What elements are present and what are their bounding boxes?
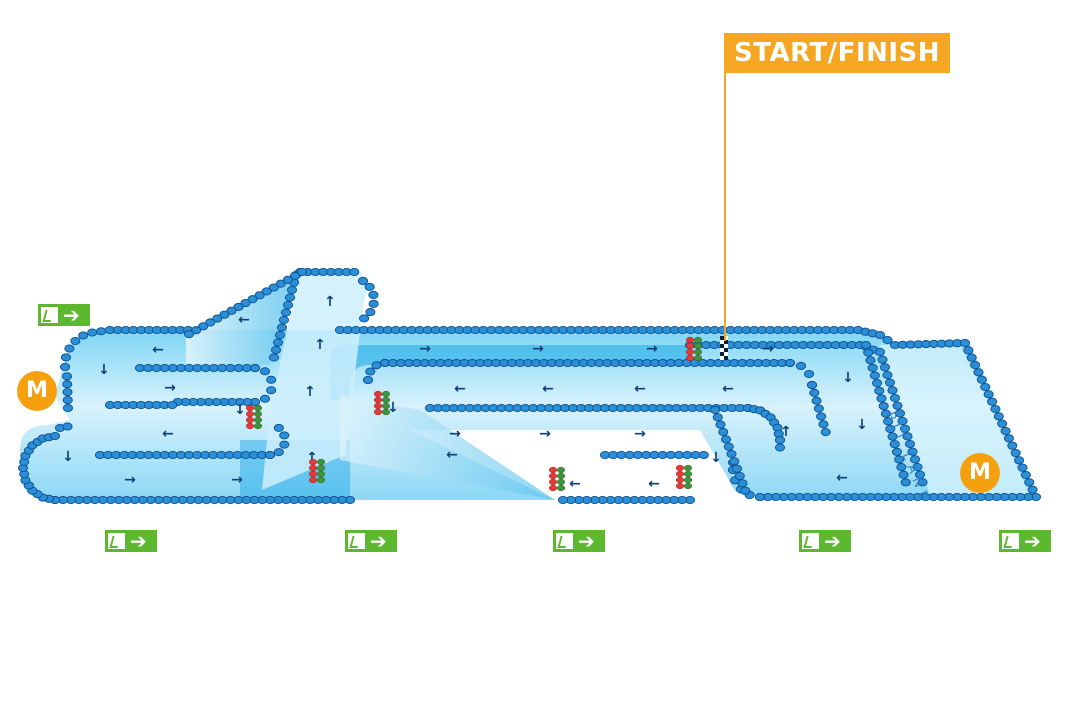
direction-arrow-icon: ← — [446, 447, 458, 463]
tyre-barrier-chain — [709, 405, 751, 495]
marshal-point-icon: M — [969, 460, 991, 485]
direction-arrow-icon: ↑ — [314, 337, 326, 353]
emergency-exit-sign: ➔ — [553, 530, 605, 552]
bridge-ramp — [340, 395, 555, 500]
direction-arrow-icon: ↑ — [306, 450, 318, 466]
signal-light-cluster — [309, 458, 326, 484]
tyre-barrier-chain — [134, 363, 277, 407]
emergency-exit-sign: ➔ — [799, 530, 851, 552]
checkered-start-line — [720, 336, 728, 360]
tyre-barrier-chain — [860, 340, 911, 487]
emergency-exit-icon — [556, 533, 573, 549]
arrow-right-icon: ➔ — [578, 529, 595, 553]
start-finish-label: START/FINISH — [724, 33, 951, 73]
track-shade — [330, 345, 690, 400]
direction-arrow-icon: ← — [162, 426, 174, 442]
emergency-exit-sign: ➔ — [999, 530, 1051, 552]
direction-arrow-icon: ↓ — [842, 370, 854, 386]
signal-light-cluster — [374, 390, 391, 416]
bridge-ramp — [186, 272, 302, 365]
direction-arrow-icon: → — [124, 472, 136, 488]
emergency-exit-icon — [348, 533, 365, 549]
direction-arrow-icon: ↓ — [234, 402, 246, 418]
signal-light-cluster — [686, 336, 703, 362]
direction-arrow-icon: → — [634, 426, 646, 442]
arrow-right-icon: ➔ — [1024, 529, 1041, 553]
marshal-point-marker: M — [17, 371, 57, 411]
direction-arrow-icon: → — [539, 426, 551, 442]
direction-arrow-icon: ← — [569, 476, 581, 492]
emergency-exit-sign: ➔ — [38, 304, 90, 326]
direction-arrow-icon: ← — [634, 381, 646, 397]
direction-arrow-icon: ← — [836, 470, 848, 486]
direction-arrow-icon: → — [164, 380, 176, 396]
direction-arrow-icon: ← — [238, 312, 250, 328]
direction-arrow-icon: → — [532, 341, 544, 357]
tyre-barrier-chain — [184, 267, 308, 339]
direction-arrow-icon: → — [419, 341, 431, 357]
emergency-exit-sign: ➔ — [345, 530, 397, 552]
direction-arrow-icon: ← — [454, 381, 466, 397]
direction-arrow-icon: ↓ — [387, 400, 399, 416]
arrow-right-icon: ➔ — [370, 529, 387, 553]
signal-light-cluster — [245, 404, 262, 430]
direction-arrow-icon: → — [762, 341, 774, 357]
marshal-point-icon: M — [26, 378, 48, 403]
tyre-barrier-chain — [60, 325, 194, 413]
direction-arrow-icon: ↑ — [780, 424, 792, 440]
tyre-barrier-chain — [334, 325, 1042, 502]
emergency-exit-sign: ➔ — [105, 530, 157, 552]
emergency-exit-icon — [108, 533, 125, 549]
tyre-barrier-chain — [357, 276, 379, 323]
emergency-exit-icon — [802, 533, 819, 549]
tyre-barrier-chain — [104, 400, 178, 410]
direction-arrow-icon: → — [231, 472, 243, 488]
start-finish-pointer-line — [724, 73, 726, 341]
marshal-point-marker: M — [960, 453, 1000, 493]
direction-arrow-icon: ↑ — [324, 294, 336, 310]
signal-light-cluster — [549, 466, 566, 492]
emergency-exit-icon — [1002, 533, 1019, 549]
signal-light-cluster — [676, 464, 693, 490]
direction-arrow-icon: ↓ — [62, 449, 74, 465]
direction-arrow-icon: ↑ — [304, 384, 316, 400]
arrow-right-icon: ➔ — [824, 529, 841, 553]
direction-arrow-icon: ↓ — [98, 362, 110, 378]
signal-lights — [245, 336, 728, 492]
direction-arrow-icon: → — [646, 341, 658, 357]
direction-arrows: ← → ← → → ↓ ↓ ↑ ↑ ↑ ↑ ↓ ← → → → → ← ← ← ← → → → ← ← ← ↓ ↑ ↓ ↓ ← ↓ — [62, 294, 868, 492]
tyre-barrier-chain — [424, 403, 786, 452]
arrow-right-icon: ➔ — [63, 303, 80, 327]
tyre-barrier-chain — [362, 358, 831, 437]
tyre-barrier-chain — [268, 270, 302, 362]
emergency-exit-icon — [41, 307, 58, 323]
tyre-barrier-chain — [557, 495, 696, 505]
direction-arrow-icon: ← — [152, 342, 164, 358]
tyre-barriers — [17, 267, 1042, 505]
tyre-barrier-chain — [94, 423, 290, 460]
tyre-barrier-chain — [17, 422, 356, 505]
tyre-barrier-chain — [599, 450, 709, 460]
arrow-right-icon: ➔ — [130, 529, 147, 553]
direction-arrow-icon: ← — [542, 381, 554, 397]
direction-arrow-icon: ← — [648, 476, 660, 492]
direction-arrow-icon: ← — [722, 381, 734, 397]
direction-arrow-icon: ↓ — [856, 417, 868, 433]
direction-arrow-icon: ↓ — [710, 450, 722, 466]
direction-arrow-icon: → — [449, 426, 461, 442]
